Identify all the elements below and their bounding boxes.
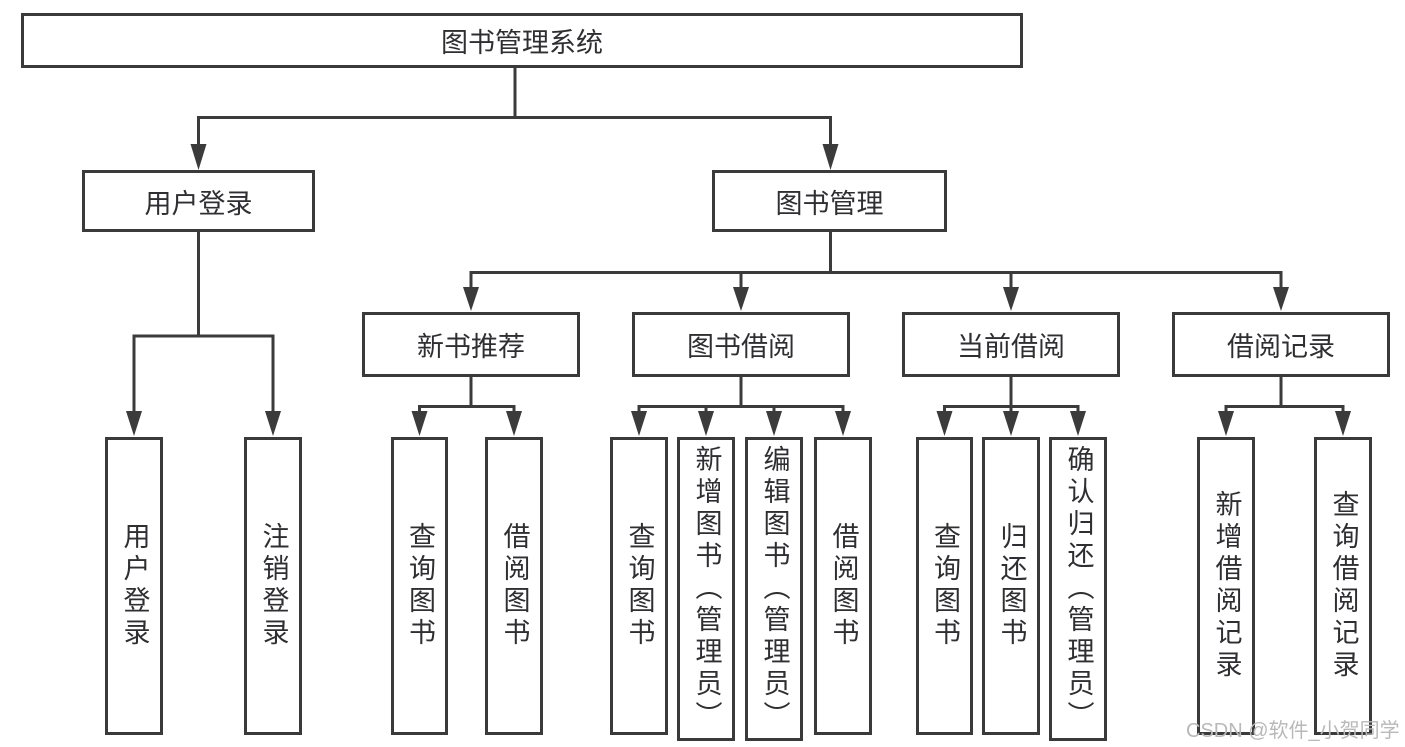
node-borrow-records: 借阅记录	[1172, 312, 1390, 377]
node-edit-book-admin: 编辑图书（管理员）	[745, 437, 803, 741]
watermark: CSDN @软件_小贺同学	[1186, 720, 1400, 742]
node-query-book-borrow: 查询图书	[610, 437, 668, 735]
node-user-login-label: 用户登录	[144, 188, 253, 219]
node-logout-action: 注销登录	[244, 437, 302, 735]
node-borrow-book-action-label: 借阅图书	[828, 522, 859, 650]
node-borrow-book-recommend-label: 借阅图书	[499, 522, 530, 650]
node-query-borrow-record-label: 查询借阅记录	[1328, 490, 1359, 682]
node-return-book: 归还图书	[982, 437, 1040, 735]
node-return-book-label: 归还图书	[996, 522, 1027, 650]
node-query-book-recommend-label: 查询图书	[405, 522, 435, 650]
node-borrow-book-action: 借阅图书	[814, 437, 872, 735]
node-borrow-records-label: 借阅记录	[1227, 332, 1335, 362]
node-confirm-return-admin-label: 确认归还（管理员）	[1063, 445, 1094, 733]
node-add-book-admin-label: 新增图书（管理员）	[691, 445, 722, 733]
node-current-borrow: 当前借阅	[902, 312, 1120, 377]
node-new-book-recommend-label: 新书推荐	[417, 332, 525, 362]
node-add-book-admin: 新增图书（管理员）	[677, 437, 735, 741]
node-root: 图书管理系统	[21, 13, 1023, 68]
node-book-management: 图书管理	[712, 170, 947, 232]
node-logout-action-label: 注销登录	[258, 522, 289, 650]
node-new-book-recommend: 新书推荐	[362, 312, 580, 377]
node-edit-book-admin-label: 编辑图书（管理员）	[759, 445, 790, 733]
node-add-borrow-record: 新增借阅记录	[1197, 437, 1255, 735]
node-root-label: 图书管理系统	[441, 28, 603, 58]
node-add-borrow-record-label: 新增借阅记录	[1211, 490, 1242, 682]
node-query-book-recommend: 查询图书	[391, 437, 448, 735]
node-query-book-borrow-label: 查询图书	[624, 522, 655, 650]
node-query-book-current-label: 查询图书	[930, 522, 960, 650]
node-book-borrow: 图书借阅	[632, 312, 850, 377]
node-book-management-label: 图书管理	[775, 188, 884, 219]
node-book-borrow-label: 图书借阅	[687, 332, 795, 362]
node-borrow-book-recommend: 借阅图书	[485, 437, 543, 735]
node-current-borrow-label: 当前借阅	[957, 332, 1065, 362]
node-user-login-action: 用户登录	[105, 437, 163, 735]
node-user-login: 用户登录	[82, 170, 315, 232]
node-confirm-return-admin: 确认归还（管理员）	[1049, 437, 1107, 741]
node-query-book-current: 查询图书	[916, 437, 973, 735]
node-query-borrow-record: 查询借阅记录	[1314, 437, 1372, 735]
node-user-login-action-label: 用户登录	[119, 522, 150, 650]
